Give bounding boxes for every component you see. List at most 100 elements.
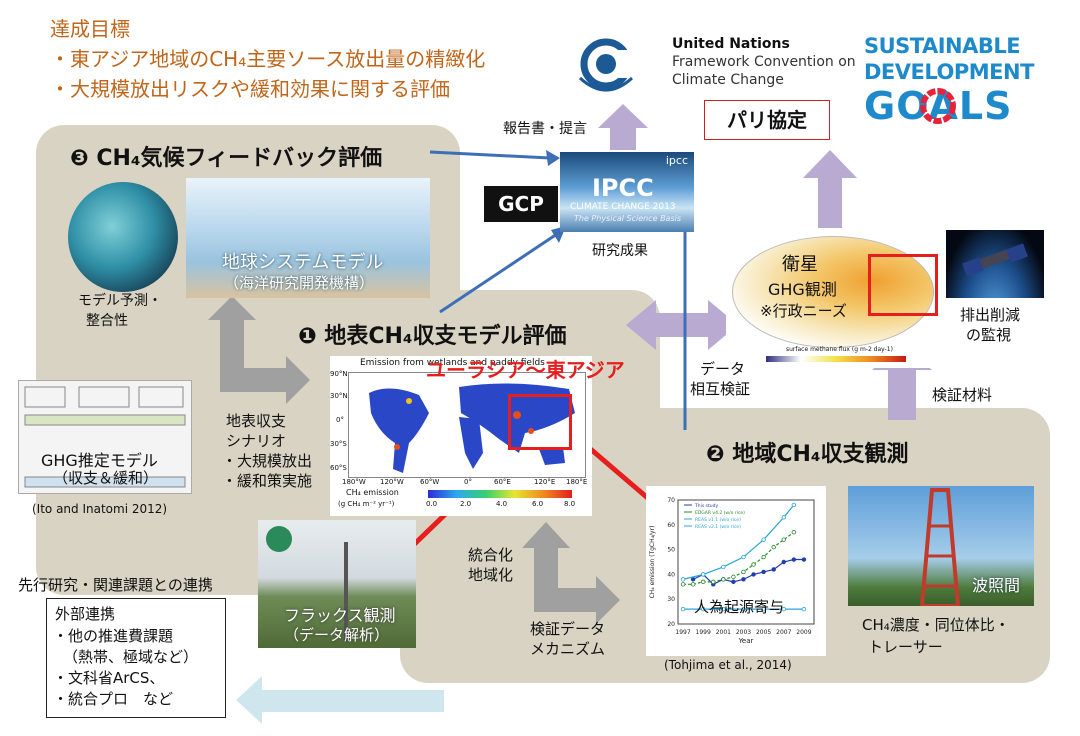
- earth-model-line-1: 地球システムモデル: [222, 252, 384, 273]
- ipcc-sub2: The Physical Science Basis: [574, 214, 682, 223]
- map-cb-tick-4: 6.0: [532, 500, 544, 508]
- model-pred-line-1: モデル予測・: [78, 293, 162, 309]
- chart-y-tick: 50: [667, 547, 675, 554]
- chart-point: [781, 606, 786, 612]
- sdg-line-1: SUSTAINABLE: [864, 34, 1021, 58]
- chart-point: [791, 557, 797, 562]
- chart-point: [741, 554, 746, 560]
- chart-xlabel: Year: [738, 637, 754, 645]
- section2-title: ❷ 地域CH₄収支観測: [706, 436, 909, 468]
- map-lon-7: 180°E: [566, 478, 588, 486]
- map-lon-2: 120°W: [380, 478, 404, 486]
- chart-frame: [677, 499, 815, 625]
- chart-point: [781, 559, 786, 565]
- ghg-model-cite: (Ito and Inatomi 2012): [32, 502, 168, 516]
- chart-x-tick: 2005: [756, 629, 771, 636]
- chart-x-tick: 1999: [696, 629, 711, 636]
- chart-x-tick: 2003: [736, 629, 751, 636]
- chart-point: [731, 574, 736, 580]
- flux-line-1: フラックス観測: [284, 606, 396, 625]
- chart-series-line: [682, 504, 795, 580]
- verify-data-line-1: 検証データ: [530, 620, 606, 638]
- chart-point: [721, 606, 726, 612]
- ghg-model-line-1: GHG推定モデル: [41, 451, 158, 470]
- ghg-model-diagram: GHG推定モデル （収支＆緩和）: [18, 380, 192, 494]
- goal-line-2: ・大規模放出リスクや緩和効果に関する評価: [50, 77, 450, 101]
- satellite-asia-highlight: [868, 254, 938, 316]
- chart-legend-label: This study: [694, 503, 718, 509]
- sdg-wheel-icon: [920, 88, 956, 124]
- integration-arrow: [522, 522, 620, 624]
- east-asia-highlight: [508, 394, 572, 450]
- map-title: Emission from wetlands and paddy fields: [360, 358, 545, 368]
- chart-point: [801, 606, 807, 612]
- goals-title: 達成目標: [50, 17, 130, 41]
- verify-material-label: 検証材料: [932, 386, 993, 404]
- model-pred-line-2: 整合性: [86, 313, 128, 329]
- paris-label: パリ協定: [727, 108, 807, 132]
- scenario-line-1: 地表収支: [226, 412, 287, 430]
- chart-x-tick: 2001: [716, 629, 731, 636]
- chart-point: [761, 569, 766, 575]
- chart-point: [781, 515, 786, 520]
- chart-point: [690, 577, 696, 582]
- section1-satellite-arrow: [626, 300, 738, 350]
- chart-point: [731, 579, 736, 585]
- satellite-line-3: ※行政ニーズ: [760, 302, 847, 320]
- ipcc-tag: ipcc: [665, 154, 688, 167]
- chart-point: [771, 567, 776, 572]
- scenario-arrow: [208, 296, 310, 404]
- data-verify-line-1: データ: [700, 360, 746, 378]
- flux-observation-photo: フラックス観測 （データ解析）: [258, 520, 416, 648]
- tower-line-2: トレーサー: [868, 638, 943, 656]
- chart-point: [761, 537, 766, 542]
- chart-point: [700, 606, 706, 612]
- satellite-icon: [962, 243, 1028, 277]
- sdg-line-2: DEVELOPMENT: [864, 60, 1034, 84]
- tower-name: 波照間: [972, 576, 1021, 595]
- map-lon-3: 60°W: [420, 478, 440, 486]
- satellite-photo: [946, 230, 1044, 298]
- map-lat-4: 30°S: [330, 440, 347, 448]
- chart-series-line: [683, 531, 795, 585]
- un-line-3: Climate Change: [672, 72, 784, 88]
- chart-cite: (Tohjima et al., 2014): [664, 658, 792, 672]
- chart-point: [741, 569, 746, 575]
- wetland-map: Emission from wetlands and paddy fields …: [330, 356, 592, 516]
- un-line-1: United Nations: [672, 36, 790, 52]
- map-lat-3: 0°: [336, 416, 344, 424]
- section2-title-text: 地域CH₄収支観測: [732, 442, 909, 467]
- research-label: 研究成果: [592, 243, 648, 259]
- satellite-line-1: 衛星: [782, 254, 818, 275]
- chart-x-tick: 1997: [675, 629, 690, 636]
- scenario-line-3: ・大規模放出: [222, 452, 313, 470]
- section2-number: ❷: [706, 442, 725, 467]
- chart-y-tick: 30: [667, 596, 675, 603]
- chart-point: [791, 502, 797, 508]
- chart-point: [751, 572, 756, 577]
- gcp-label: GCP: [498, 192, 544, 216]
- external-line-1: ・他の推進費課題: [53, 627, 174, 645]
- goal-line-1: ・東アジア地域のCH₄主要ソース放出量の精緻化: [50, 47, 486, 71]
- external-line-3: ・文科省ArCS、: [53, 669, 165, 687]
- earth-system-model-image: 地球システムモデル （海洋研究開発機構）: [186, 178, 430, 298]
- chart-point: [700, 579, 706, 585]
- external-line-2: （熱帯、極域など）: [63, 648, 199, 666]
- reduction-line-1: 排出削減: [960, 306, 1021, 324]
- reduction-line-2: の監視: [966, 326, 1012, 344]
- map-cb-tick-1: 0.0: [426, 500, 438, 508]
- paris-arrow: [803, 150, 857, 232]
- map-lon-4: 0°: [464, 478, 472, 486]
- external-box: 外部連携 ・他の推進費課題 （熱帯、極域など） ・文科省ArCS、 ・統合プロ …: [46, 598, 226, 718]
- chart-point: [721, 564, 726, 570]
- external-arrow: [236, 676, 444, 724]
- map-lon-1: 180°W: [342, 478, 366, 486]
- verify-data-line-2: メカニズム: [530, 640, 606, 658]
- ipcc-big: IPCC: [592, 174, 654, 202]
- chart-y-tick: 70: [667, 497, 675, 504]
- map-lat-5: 60°S: [330, 464, 347, 472]
- chart-point: [751, 562, 756, 567]
- ipcc-sub: CLIMATE CHANGE 2013: [570, 202, 676, 212]
